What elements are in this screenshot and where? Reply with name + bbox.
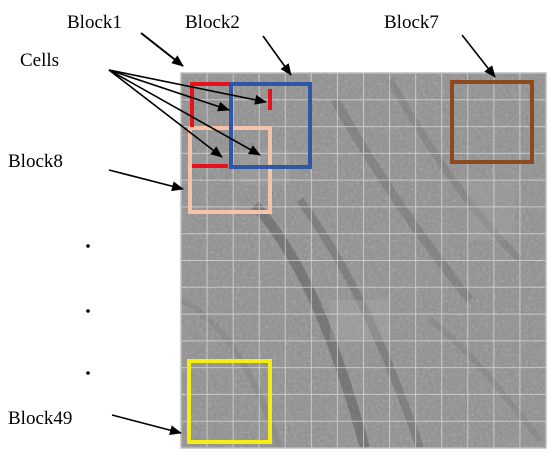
block2-arrow <box>262 35 292 76</box>
cell-grid-lines <box>181 73 546 448</box>
cells-arrow-4 <box>108 69 261 156</box>
block1-cell-markers <box>190 82 272 168</box>
cells-arrow-3 <box>108 69 223 158</box>
label-block7: Block7 <box>384 12 439 33</box>
pointer-arrows <box>108 32 496 436</box>
image-border <box>180 72 547 449</box>
label-block1: Block1 <box>67 12 122 33</box>
label-cells: Cells <box>20 50 59 71</box>
label-block49: Block49 <box>8 408 72 429</box>
block49-arrow <box>111 414 182 436</box>
cells-arrow-1 <box>108 69 230 112</box>
block49-box <box>187 359 272 444</box>
block1-arrow <box>140 32 184 67</box>
ellipsis-dot-3 <box>86 371 90 375</box>
block7-box <box>450 80 534 164</box>
label-block2: Block2 <box>185 12 240 33</box>
block7-arrow <box>461 34 496 78</box>
block2-box <box>229 82 312 169</box>
label-block8: Block8 <box>8 151 63 172</box>
block8-arrow <box>108 169 184 192</box>
ellipsis-dot-1 <box>86 244 90 248</box>
ellipsis-dot-2 <box>86 309 90 313</box>
cells-arrow-2 <box>108 69 267 105</box>
